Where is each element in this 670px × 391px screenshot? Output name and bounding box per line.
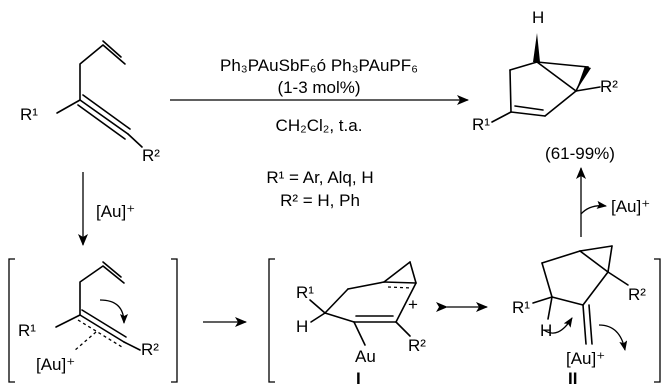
- int1-plus: +: [408, 295, 418, 314]
- complex-r2-label: R²: [141, 340, 159, 359]
- au-cation-label-left: [Au]⁺: [96, 202, 135, 221]
- int2-au-label: [Au]⁺: [566, 349, 605, 368]
- intermediate-II: R¹ H R² [Au]⁺ II: [512, 245, 646, 388]
- intermediate-II-label: II: [568, 369, 577, 386]
- yield-text: (61-99%): [545, 144, 615, 163]
- au-release-arrow: [580, 200, 607, 215]
- r2-label: R²: [142, 146, 160, 165]
- catalyst-loading: (1-3 mol%): [277, 78, 360, 97]
- pi-complex-bracket: [8, 258, 178, 383]
- product-r1-label: R¹: [472, 115, 490, 134]
- au-cation-label-complex: [Au]⁺: [36, 355, 75, 374]
- int2-r1-label: R¹: [512, 298, 530, 317]
- au-pi-complex: R¹ R² [Au]⁺: [18, 261, 159, 374]
- int2-h-label: H: [540, 321, 552, 340]
- r1-label: R¹: [20, 105, 38, 124]
- complex-r1-label: R¹: [18, 321, 36, 340]
- intermediate-I-label: I: [356, 369, 361, 386]
- int1-au-label: Au: [355, 347, 376, 366]
- catalyst-text: Ph₃PAuSbF₆ó Ph₃PAuPF₆: [220, 56, 418, 75]
- product-bicyclohexene: H R² R¹: [472, 8, 618, 134]
- intermediates-bracket: [268, 258, 661, 383]
- int1-r1-label: R¹: [296, 283, 314, 302]
- product-r2-label: R²: [600, 77, 618, 96]
- intermediate-I: R¹ H + R² Au I: [296, 261, 426, 388]
- product-h-label: H: [532, 8, 544, 27]
- scope-r2: R² = H, Ph: [280, 191, 360, 210]
- au-cation-label-release: [Au]⁺: [611, 197, 650, 216]
- int1-h-label: H: [296, 317, 308, 336]
- starting-enyne: R¹ R²: [20, 40, 160, 165]
- solvent-conditions: CH₂Cl₂, t.a.: [276, 116, 363, 135]
- scope-r1: R¹ = Ar, Alq, H: [266, 168, 373, 187]
- int1-r2-label: R²: [408, 336, 426, 355]
- int2-r2-label: R²: [628, 285, 646, 304]
